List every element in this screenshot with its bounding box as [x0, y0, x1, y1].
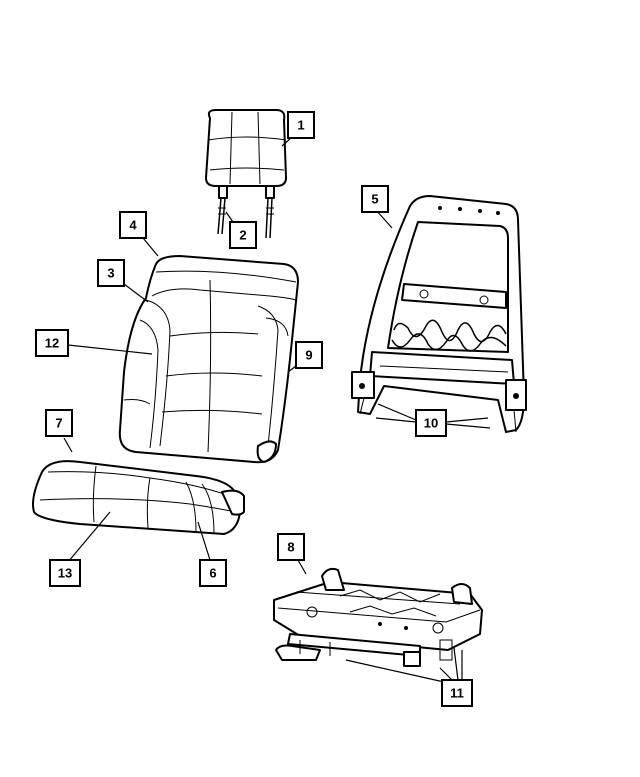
callout-label: 11 [450, 686, 464, 701]
callout-label: 13 [58, 566, 72, 581]
callout-label: 2 [239, 228, 246, 243]
callout-13: 13 [49, 559, 81, 587]
leader-8 [297, 559, 307, 575]
leader-1 [281, 137, 292, 147]
leader-7 [63, 437, 73, 453]
callout-label: 1 [297, 118, 304, 133]
seat-back [118, 255, 299, 464]
leader-12 [67, 344, 153, 355]
callout-10: 10 [415, 409, 447, 437]
callout-label: 6 [209, 566, 216, 581]
leader-13 [67, 511, 111, 563]
leader-3 [123, 283, 149, 303]
callout-label: 5 [371, 192, 378, 207]
callout-label: 8 [287, 540, 294, 555]
seat-back-frame [351, 195, 527, 433]
leader-4 [142, 237, 159, 257]
callout-3: 3 [97, 259, 125, 287]
callout-label: 7 [55, 416, 62, 431]
callout-4: 4 [119, 211, 147, 239]
callout-label: 3 [107, 266, 114, 281]
callout-label: 12 [45, 336, 59, 351]
leader-2 [225, 211, 234, 223]
leader-11b [439, 667, 453, 681]
callout-12: 12 [35, 329, 69, 357]
callout-7: 7 [45, 409, 73, 437]
callout-5: 5 [361, 185, 389, 213]
leader-6 [197, 521, 211, 561]
seat-track-adjuster [273, 567, 483, 667]
callout-label: 10 [424, 416, 438, 431]
callout-8: 8 [277, 533, 305, 561]
leader-10d [445, 423, 491, 429]
seat-cushion [32, 460, 245, 535]
leader-lines [63, 137, 491, 683]
callout-1: 1 [287, 111, 315, 139]
leader-10a [377, 403, 417, 421]
callout-11: 11 [441, 679, 473, 707]
callout-9: 9 [295, 341, 323, 369]
callout-2: 2 [229, 221, 257, 249]
callout-label: 4 [129, 218, 137, 233]
leader-10c [445, 417, 489, 423]
callout-label: 9 [305, 348, 312, 363]
headrest-posts [217, 185, 275, 239]
leader-10b [375, 417, 417, 423]
headrest [205, 109, 287, 187]
leader-11c [453, 647, 459, 681]
leader-9 [287, 365, 297, 373]
callout-6: 6 [199, 559, 227, 587]
leader-11a [345, 659, 445, 683]
